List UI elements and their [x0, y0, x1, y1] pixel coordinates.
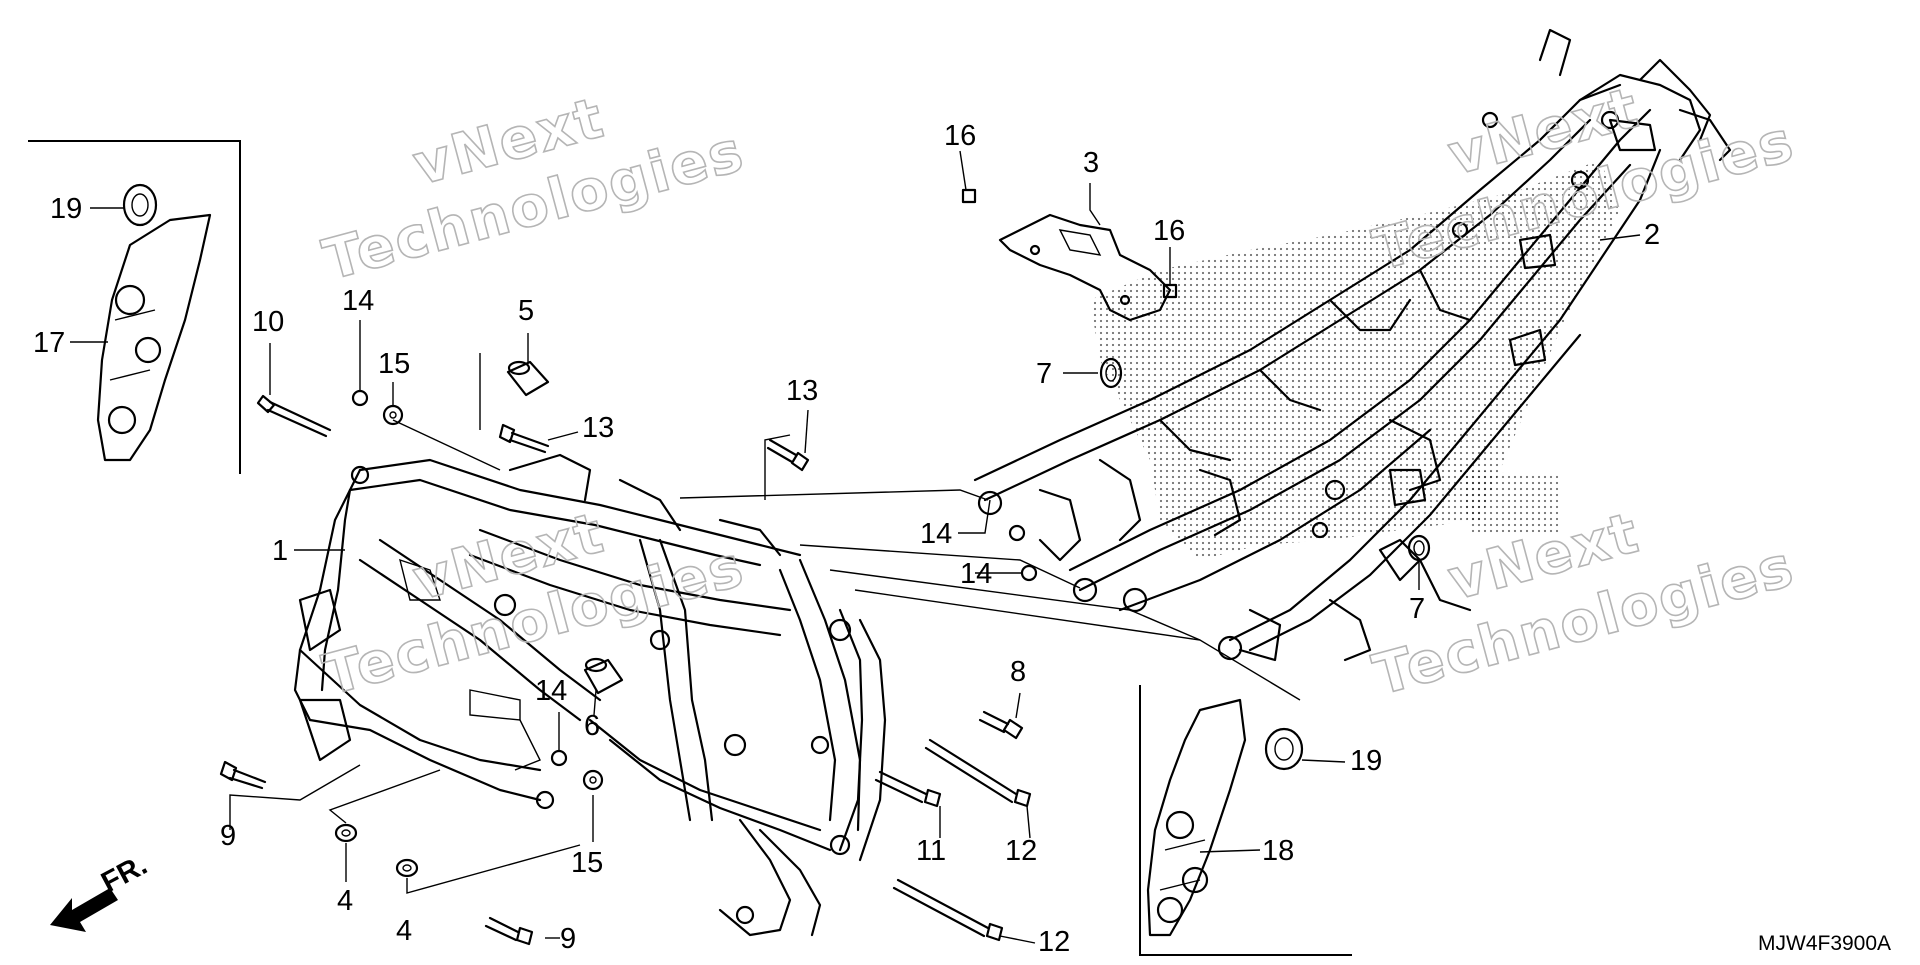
part-14-nut-2 [1008, 524, 1026, 542]
part-15-washer-2 [582, 769, 604, 791]
part-8-bolt [978, 710, 1024, 740]
callout-14a: 14 [342, 285, 374, 317]
callout-12b: 12 [1038, 926, 1070, 958]
callout-11: 11 [916, 835, 946, 867]
part-14-nut-3 [1020, 564, 1038, 582]
watermarks: vNext Technologies vNext Technologies vN… [316, 75, 1802, 710]
callout-13b: 13 [786, 375, 818, 407]
callout-14c: 14 [960, 558, 992, 590]
callout-4a: 4 [337, 885, 353, 917]
callout-7b: 7 [1409, 593, 1425, 625]
callout-13a: 13 [582, 412, 614, 444]
callout-7a: 7 [1036, 358, 1052, 390]
callout-15a: 15 [378, 348, 410, 380]
inset-box-right [1139, 685, 1352, 956]
callout-3: 3 [1083, 147, 1099, 179]
part-11-bolt [874, 770, 942, 808]
part-6-collar [583, 657, 624, 695]
callout-14b: 14 [920, 518, 952, 550]
part-14-nut-1 [351, 389, 369, 407]
part-15-washer-1 [382, 404, 404, 426]
callout-18: 18 [1262, 835, 1294, 867]
callout-2: 2 [1644, 219, 1660, 251]
callout-8: 8 [1010, 656, 1026, 688]
callouts: 1 2 3 4 4 5 6 7 7 8 9 9 10 11 12 12 13 1… [33, 120, 1660, 958]
callout-10: 10 [252, 306, 284, 338]
part-16-nut-upper [961, 188, 977, 204]
rear-frame [973, 28, 1732, 662]
part-9-bolt-left [219, 760, 267, 790]
part-5-collar [506, 360, 550, 397]
leader-lines [70, 150, 1641, 944]
callout-1: 1 [272, 535, 288, 567]
callout-17: 17 [33, 327, 65, 359]
part-12-bolt-upper [924, 738, 1032, 808]
part-17-side-plate [96, 213, 212, 462]
callout-19b: 19 [1350, 745, 1382, 777]
part-18-side-plate [1146, 698, 1247, 937]
diagram-code: MJW4F3900A [1758, 932, 1891, 955]
part-3-bracket [998, 213, 1172, 322]
part-4-washer-2 [395, 858, 419, 878]
part-13-bolt-upper [498, 423, 550, 454]
callout-9a: 9 [220, 820, 236, 852]
part-12-bolt-lower [892, 878, 1004, 942]
callout-4b: 4 [396, 915, 412, 947]
callout-16b: 16 [1153, 215, 1185, 247]
part-19-grommet-left [122, 183, 158, 227]
inset-box-left [28, 140, 241, 474]
callout-19a: 19 [50, 193, 82, 225]
main-frame [293, 453, 887, 937]
callout-15b: 15 [571, 847, 603, 879]
part-7-grommet-left [1099, 357, 1123, 389]
part-9-bolt-lower [484, 916, 534, 946]
callout-5: 5 [518, 295, 534, 327]
part-4-washer-1 [334, 823, 358, 843]
part-7-grommet-right [1407, 534, 1431, 562]
callout-16a: 16 [944, 120, 976, 152]
callout-9b: 9 [560, 923, 576, 955]
part-10-bolt [256, 394, 332, 438]
part-14-nut-4 [550, 749, 568, 767]
callout-6: 6 [584, 710, 600, 742]
front-direction-arrow: FR. [50, 849, 153, 932]
part-13-bolt-lower [766, 438, 810, 472]
callout-12a: 12 [1005, 835, 1037, 867]
callout-14d: 14 [535, 675, 567, 707]
part-19-grommet-right [1264, 727, 1304, 771]
rear-frame-shading [1090, 160, 1620, 560]
